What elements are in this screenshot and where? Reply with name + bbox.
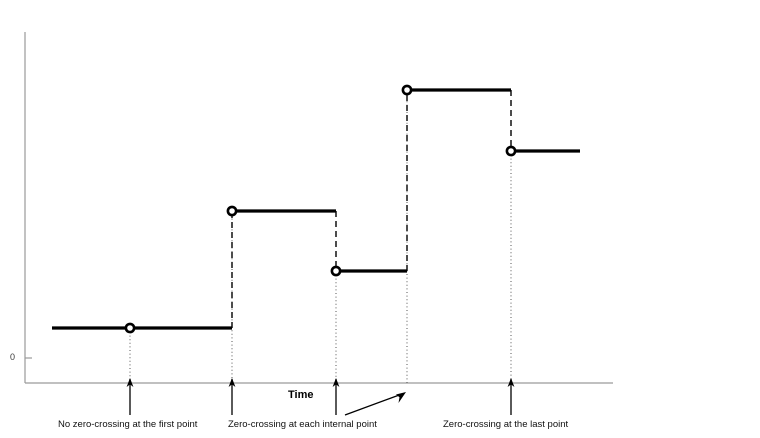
- data-point-marker-4: [401, 84, 413, 96]
- data-point-marker-2: [226, 205, 238, 217]
- arrow-internal-point-c-shaft: [344, 393, 403, 416]
- arrow-last-point-head: [507, 378, 515, 387]
- y-axis-tick-label-zero: 0: [10, 352, 16, 362]
- annotation-arrows-group: [126, 378, 515, 416]
- annotation-caption-first-point: No zero-crossing at the first point: [58, 419, 198, 430]
- arrow-internal-point-a-head: [228, 378, 236, 387]
- droplines-group: [129, 94, 512, 385]
- arrow-internal-point-c-head: [396, 392, 406, 403]
- data-point-marker-5: [505, 145, 517, 157]
- x-axis-title: Time: [288, 389, 314, 401]
- step-segments-group: [52, 88, 580, 330]
- data-point-marker-3: [330, 265, 342, 277]
- axes-group: [24, 32, 613, 384]
- arrow-internal-point-b-head: [332, 378, 340, 387]
- annotation-caption-last-point: Zero-crossing at the last point: [443, 419, 569, 430]
- data-point-markers-group: [124, 84, 517, 334]
- annotation-caption-internal-points: Zero-crossing at each internal point: [228, 419, 377, 430]
- arrow-first-point-head: [126, 378, 134, 387]
- data-point-marker-1: [124, 322, 136, 334]
- risers-group: [231, 90, 512, 328]
